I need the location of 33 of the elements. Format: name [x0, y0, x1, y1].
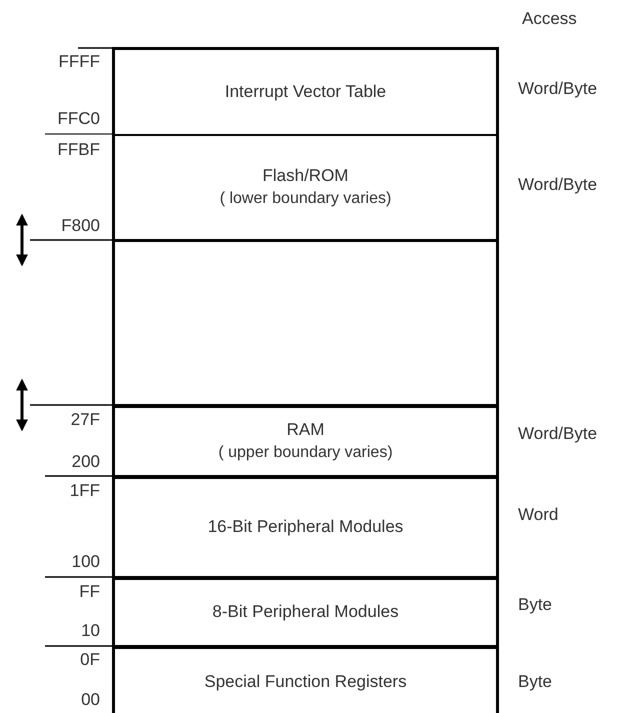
address-label: FFC0 [58, 110, 100, 127]
segment-label: Flash/ROM [262, 165, 348, 188]
segment-label: 16-Bit Peripheral Modules [208, 516, 404, 538]
address-label: FFBF [58, 141, 100, 158]
memory-segment [112, 645, 499, 713]
segment-label: Special Function Registers [204, 670, 407, 693]
address-label: FF [79, 583, 100, 600]
memory-segment [112, 404, 499, 479]
address-label: 27F [70, 411, 100, 428]
access-label: Byte [518, 673, 552, 690]
address-label: 200 [72, 453, 100, 470]
segment-label: RAM [286, 419, 324, 442]
memory-segment [112, 475, 499, 580]
boundary-note: ( upper boundary varies) [218, 443, 393, 464]
access-label: Word [518, 506, 558, 523]
address-label: FFFF [58, 53, 100, 70]
access-label: Word/Byte [518, 80, 598, 97]
address-label: F800 [61, 217, 100, 234]
address-label: 1FF [70, 482, 100, 499]
memory-segment [112, 47, 499, 136]
address-label: 00 [81, 691, 100, 708]
address-label: 10 [81, 622, 100, 639]
segment-label: 8-Bit Peripheral Modules [212, 601, 399, 624]
access-label: Byte [518, 596, 552, 613]
column-heading: Access [522, 10, 577, 27]
access-label: Word/Byte [518, 176, 598, 193]
address-label: 0F [80, 651, 100, 668]
segment-label: Interrupt Vector Table [224, 81, 386, 104]
address-label: 100 [72, 553, 100, 570]
memory-segment [112, 239, 499, 408]
memory-segment [112, 576, 499, 649]
boundary-note: ( lower boundary varies) [220, 189, 392, 210]
access-label: Word/Byte [518, 425, 598, 442]
